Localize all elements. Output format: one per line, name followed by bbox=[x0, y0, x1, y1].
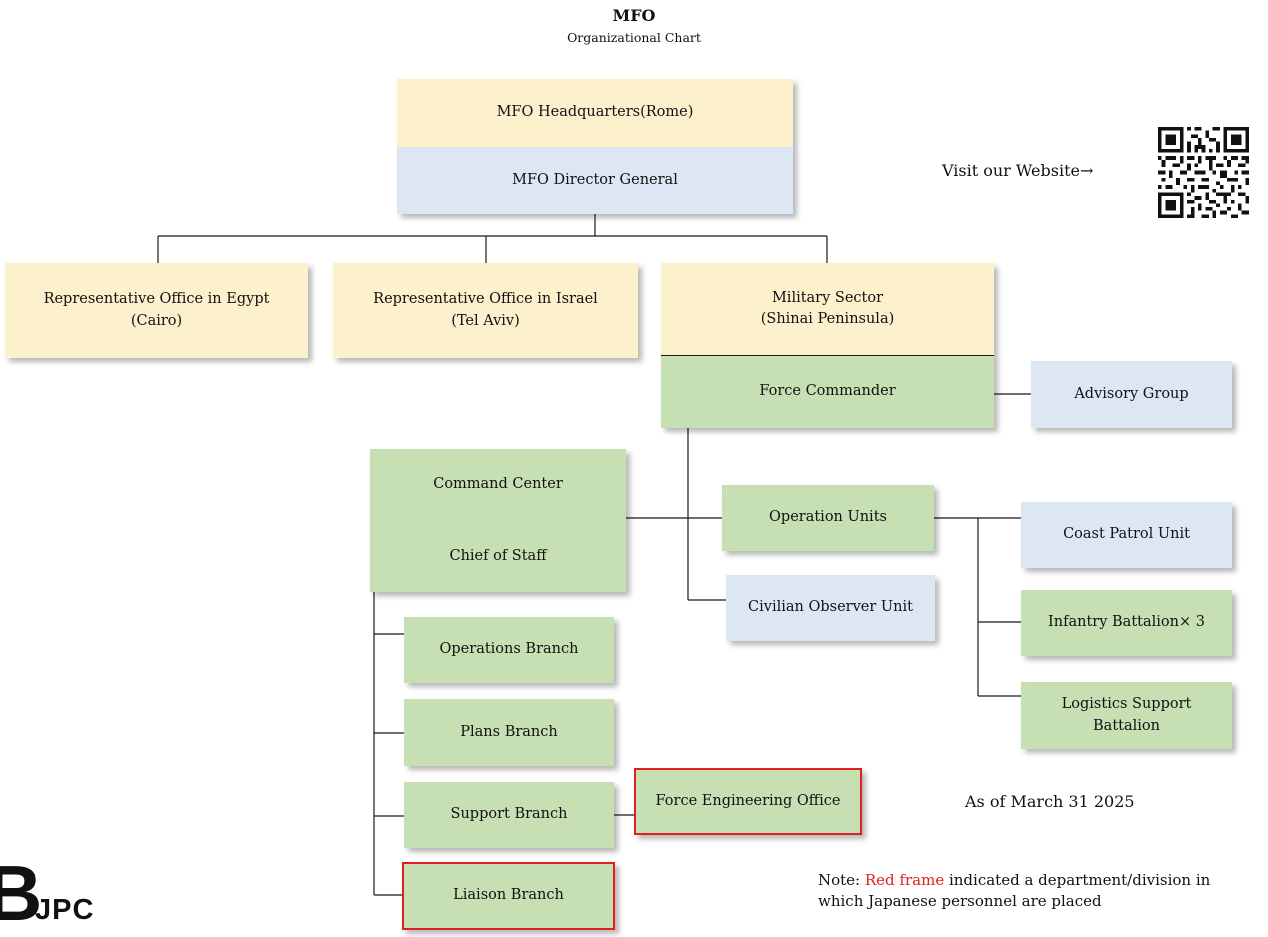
operation-units: Operation Units bbox=[722, 485, 934, 551]
rep-office-egypt: Representative Office in Egypt (Cairo) bbox=[5, 263, 308, 358]
chart-title: MFO bbox=[612, 6, 656, 25]
as-of-date: As of March 31 2025 bbox=[965, 792, 1135, 811]
coast-patrol-unit: Coast Patrol Unit bbox=[1021, 502, 1232, 568]
force-commander: Force Commander bbox=[661, 356, 994, 428]
qr-code-icon[interactable] bbox=[1158, 127, 1249, 218]
hq-box: MFO Headquarters(Rome) MFO Director Gene… bbox=[397, 79, 793, 214]
command-center: Command Center bbox=[370, 449, 626, 521]
rep-office-israel: Representative Office in Israel (Tel Avi… bbox=[333, 263, 638, 358]
chief-of-staff: Chief of Staff bbox=[370, 520, 626, 592]
note-rest: indicated a department/division in which… bbox=[818, 871, 1211, 910]
command-center-box: Command Center Chief of Staff bbox=[370, 449, 626, 592]
note-prefix: Note: bbox=[818, 871, 865, 889]
logo-mark: B bbox=[0, 849, 43, 937]
note-highlight: Red frame bbox=[864, 871, 945, 889]
logo-text: JPC bbox=[35, 894, 95, 926]
operations-branch: Operations Branch bbox=[404, 617, 614, 683]
mfo-headquarters: MFO Headquarters(Rome) bbox=[397, 79, 793, 147]
civilian-observer-unit: Civilian Observer Unit bbox=[726, 575, 935, 641]
logistics-support-battalion: Logistics Support Battalion bbox=[1021, 682, 1232, 749]
infantry-battalion: Infantry Battalion× 3 bbox=[1021, 590, 1232, 656]
liaison-branch: Liaison Branch bbox=[402, 862, 615, 930]
visit-website-link[interactable]: Visit our Website→ bbox=[942, 161, 1094, 180]
plans-branch: Plans Branch bbox=[404, 699, 614, 766]
force-engineering-office: Force Engineering Office bbox=[634, 768, 862, 835]
chart-subtitle: Organizational Chart bbox=[567, 30, 701, 45]
support-branch: Support Branch bbox=[404, 782, 614, 848]
advisory-group: Advisory Group bbox=[1031, 361, 1232, 428]
mfo-director-general: MFO Director General bbox=[397, 146, 793, 214]
note-text: Note: Red frame indicated a department/d… bbox=[818, 870, 1258, 911]
military-sector-box: Military Sector (Shinai Peninsula) Force… bbox=[661, 263, 994, 428]
military-sector: Military Sector (Shinai Peninsula) bbox=[661, 263, 994, 356]
